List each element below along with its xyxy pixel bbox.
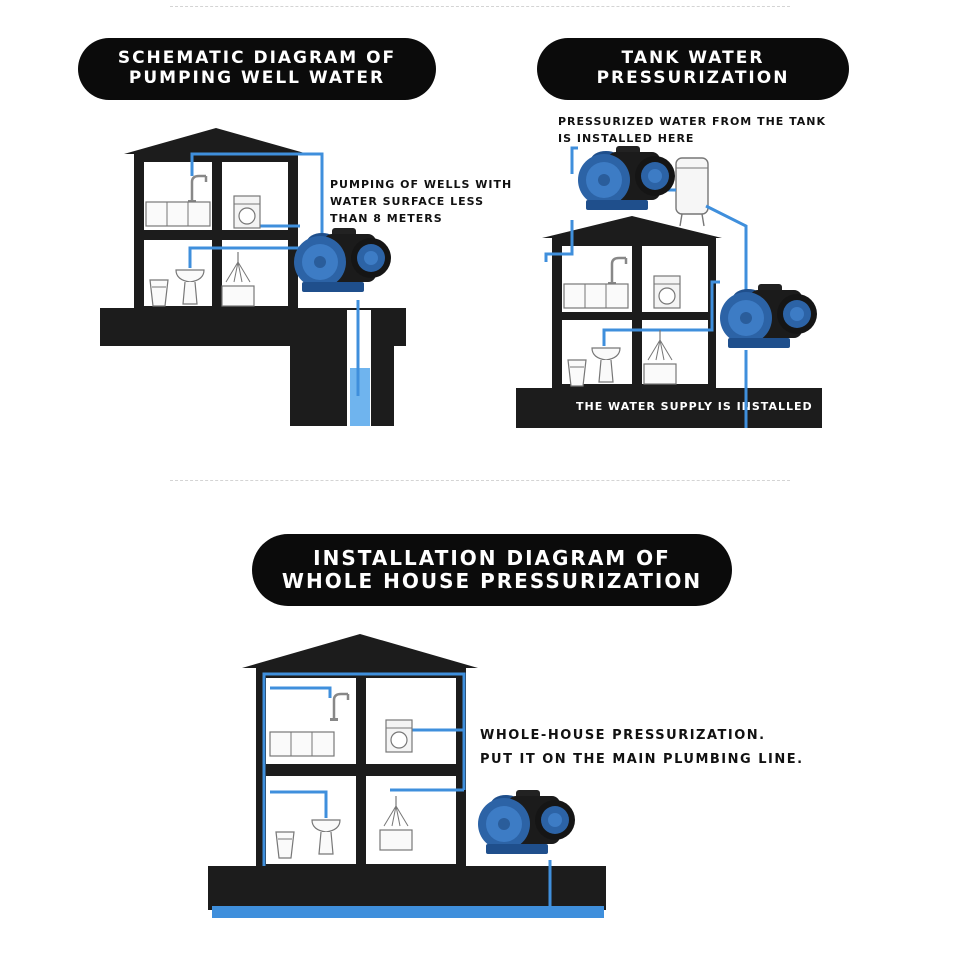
well-diagram-title: SCHEMATIC DIAGRAM OF PUMPING WELL WATER	[78, 38, 436, 100]
water-tank-icon	[675, 157, 709, 227]
whole-house-diagram-title: INSTALLATION DIAGRAM OF WHOLE HOUSE PRES…	[252, 534, 732, 606]
whole-house-note: WHOLE-HOUSE PRESSURIZATION. PUT IT ON TH…	[480, 724, 804, 772]
well-note-line-3: THAN 8 METERS	[330, 212, 443, 225]
whole-house-note-line-1: WHOLE-HOUSE PRESSURIZATION.	[480, 728, 766, 743]
tank-note-line-2: IS INSTALLED HERE	[558, 132, 695, 145]
whole-house-title-line-1: INSTALLATION DIAGRAM OF	[313, 546, 671, 570]
tank-diagram-title: TANK WATER PRESSURIZATION	[537, 38, 849, 100]
well-diagram	[100, 128, 406, 426]
main-line-pump-icon	[478, 790, 575, 854]
tank-title-line-1: TANK WATER	[621, 48, 765, 69]
tank-base-label: THE WATER SUPPLY IS INSTALLED	[576, 400, 813, 413]
tank-note-line-1: PRESSURIZED WATER FROM THE TANK	[558, 115, 827, 128]
tank-note: PRESSURIZED WATER FROM THE TANK IS INSTA…	[558, 113, 826, 147]
top-divider	[170, 6, 790, 7]
whole-house-note-line-2: PUT IT ON THE MAIN PLUMBING LINE.	[480, 752, 804, 767]
tank-title-line-2: PRESSURIZATION	[596, 68, 790, 88]
ground-pump-icon	[720, 284, 817, 348]
whole-house-title-line-2: WHOLE HOUSE PRESSURIZATION	[281, 569, 703, 593]
tank-diagram: THE WATER SUPPLY IS INSTALLED	[516, 146, 822, 428]
well-title-line-2: PUMPING WELL WATER	[128, 68, 386, 88]
well-note-line-2: WATER SURFACE LESS	[330, 195, 484, 208]
well-note-line-1: PUMPING OF WELLS WITH	[330, 178, 513, 191]
water-pump-icon	[294, 228, 391, 292]
middle-divider	[170, 480, 790, 481]
well-note: PUMPING OF WELLS WITH WATER SURFACE LESS…	[330, 176, 512, 227]
roof-pump-icon	[578, 146, 675, 210]
whole-house-diagram	[208, 634, 606, 918]
well-title-line-1: SCHEMATIC DIAGRAM OF	[117, 48, 397, 69]
